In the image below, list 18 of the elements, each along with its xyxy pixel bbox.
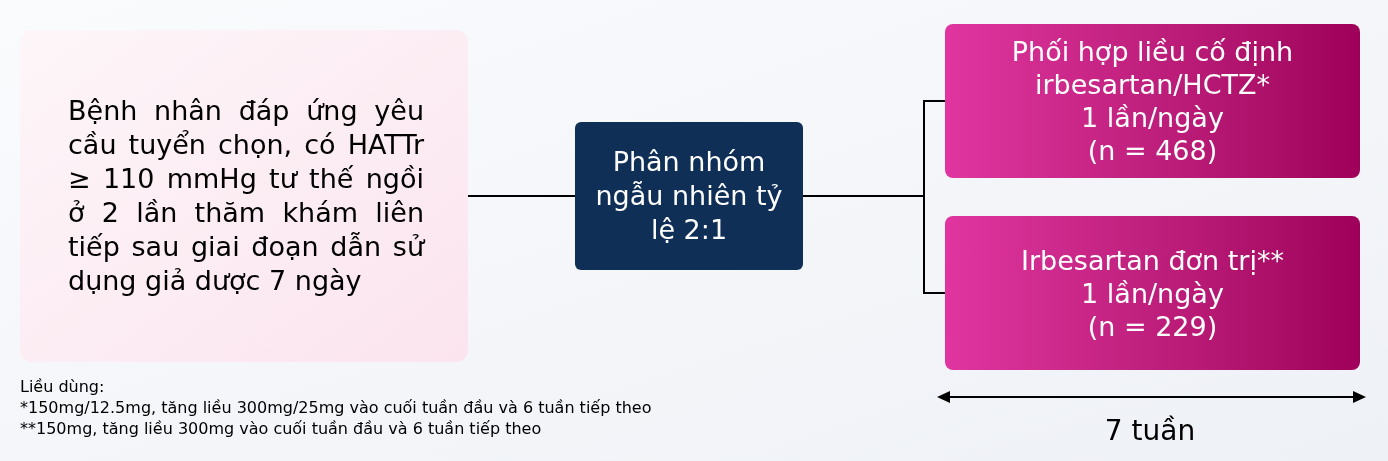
box-text: Bệnh nhân đáp ứng yêu cầu tuyển chọn, có HATTr ≥ 110 mmHg tư thế ngồi ở 2 lần thăm khám liên tiếp sau giai đoạn dẫn sử dụng giả dược 7 ngày bbox=[68, 94, 424, 298]
box-text: Phối hợp liều cố định irbesartan/HCTZ* bbox=[1010, 35, 1295, 101]
duration-label: 7 tuần bbox=[1103, 413, 1197, 449]
criteria-box bbox=[20, 30, 468, 362]
box-text: Irbesartan đơn trị** bbox=[1021, 243, 1284, 277]
box-text: 1 lần/ngày bbox=[1081, 101, 1224, 134]
note-text: **150mg, tăng liều 300mg vào cuối tuần đầu và 6 tuần tiếp theo bbox=[20, 418, 543, 439]
randomization-box bbox=[575, 122, 803, 270]
box-text: 1 lần/ngày bbox=[1081, 276, 1224, 310]
connector-line bbox=[467, 195, 576, 197]
treatment-arm-box bbox=[945, 24, 1360, 178]
box-text: (n = 229) bbox=[1087, 309, 1218, 343]
connector-line bbox=[802, 195, 946, 294]
box-text: (n = 468) bbox=[1087, 134, 1218, 167]
treatment-arm-box bbox=[945, 216, 1360, 370]
note-text: Liều dùng: bbox=[20, 376, 106, 397]
note-text: *150mg/12.5mg, tăng liều 300mg/25mg vào cuối tuần đầu và 6 tuần tiếp theo bbox=[20, 397, 652, 418]
box-text: Phân nhóm ngẫu nhiên tỷ lệ 2:1 bbox=[594, 145, 784, 247]
